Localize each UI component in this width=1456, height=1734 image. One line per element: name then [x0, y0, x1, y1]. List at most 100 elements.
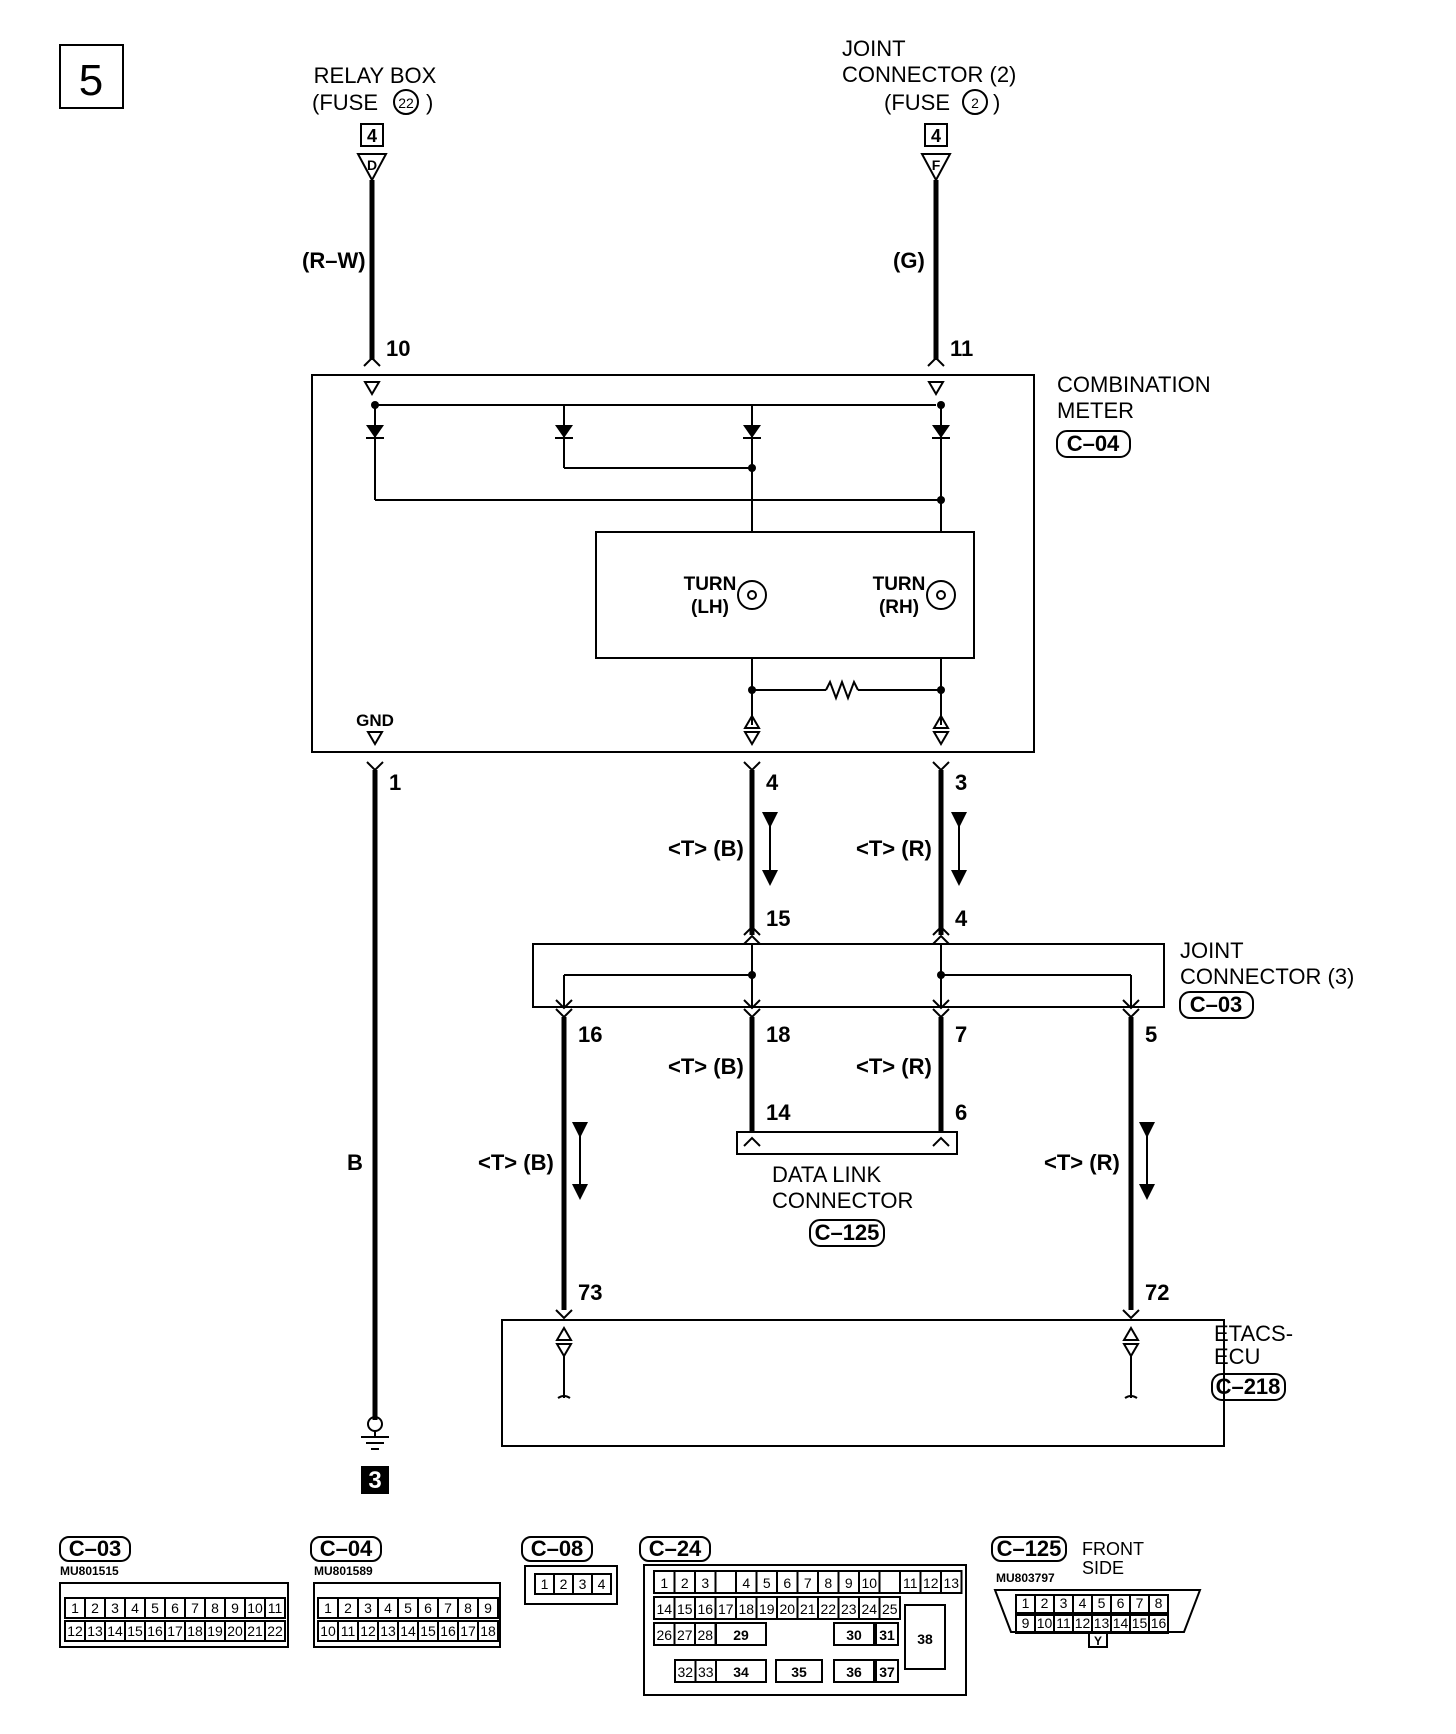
c04-housing — [313, 1582, 501, 1648]
joint-connector-2-connector-letter: F — [932, 157, 941, 173]
c04-pin: 3 — [364, 1600, 372, 1616]
c04-pin: 5 — [404, 1600, 412, 1616]
combination-meter-subtitle: METER — [1057, 398, 1134, 423]
combination-meter: TURN (LH) TURN (RH) GND — [311, 374, 1035, 753]
c24-pin: 7 — [804, 1575, 812, 1591]
c08-frame — [521, 1536, 593, 1562]
c03-pin: 2 — [91, 1600, 99, 1616]
c03-pin: 7 — [191, 1600, 199, 1616]
c24-pin: 27 — [677, 1627, 693, 1643]
c24-pin: 3 — [701, 1575, 709, 1591]
c24-pin: 32 — [677, 1664, 693, 1680]
c04-pin: 16 — [440, 1623, 456, 1639]
c24-pin: 19 — [759, 1601, 775, 1617]
c24-pin: 5 — [763, 1575, 771, 1591]
c125-pin: 16 — [1151, 1615, 1167, 1631]
pin-18: 18 — [766, 1022, 790, 1047]
c24-pin: 20 — [779, 1601, 795, 1617]
c03-part-number: MU801515 — [60, 1564, 119, 1578]
c03-pin: 1 — [71, 1600, 79, 1616]
c04-pin: 14 — [400, 1623, 416, 1639]
c24-pin: 23 — [841, 1601, 857, 1617]
c03-pin: 5 — [151, 1600, 159, 1616]
joint-connector-2-fuse-prefix: (FUSE — [884, 90, 950, 115]
c24-pin: 22 — [820, 1601, 836, 1617]
c24-pin: 18 — [738, 1601, 754, 1617]
turn-lh-label-2: (LH) — [691, 597, 729, 618]
c03-pin: 18 — [187, 1623, 203, 1639]
relay-box-connector-letter: D — [367, 157, 377, 173]
c125-cell — [1148, 1594, 1169, 1614]
c08-housing — [524, 1565, 618, 1605]
wire-tb-label-3: <T> (B) — [478, 1150, 554, 1175]
c125-pin: 15 — [1132, 1615, 1148, 1631]
pin-14: 14 — [766, 1100, 791, 1125]
c24-pin: 34 — [733, 1664, 749, 1680]
c03-pin: 15 — [127, 1623, 143, 1639]
relay-box-header: RELAY BOX (FUSE 22 ) 4 D — [312, 63, 437, 183]
c24-name: C–24 — [649, 1536, 702, 1561]
c24-cell — [715, 1659, 767, 1683]
c03-pin: 20 — [227, 1623, 243, 1639]
c03-pin: 16 — [147, 1623, 163, 1639]
c24-cell — [904, 1604, 946, 1670]
pin-11: 11 — [950, 336, 973, 361]
c24-pin: 31 — [879, 1627, 895, 1643]
wire-rw-label: (R–W) — [302, 248, 366, 273]
c08-cell — [591, 1573, 612, 1595]
wire-tr-label-2: <T> (R) — [856, 1054, 932, 1079]
joint-connector-3-subtitle: CONNECTOR (3) — [1180, 964, 1354, 989]
c24-pin: 11 — [903, 1575, 918, 1591]
c24-pin: 2 — [681, 1575, 689, 1591]
c08-pin: 1 — [541, 1576, 549, 1592]
c24-pin: 10 — [861, 1575, 877, 1591]
c03-name: C–03 — [69, 1536, 122, 1561]
turn-lh-label-1: TURN — [684, 574, 737, 595]
c08-pin: 2 — [560, 1576, 568, 1592]
turn-rh-lamp-icon — [926, 580, 956, 610]
c03-pin: 14 — [107, 1623, 123, 1639]
relay-box-fuse-prefix: (FUSE — [312, 90, 378, 115]
c03-pin: 19 — [207, 1623, 223, 1639]
joint-connector-3-title: JOINT — [1180, 938, 1244, 963]
c04-pin: 6 — [424, 1600, 432, 1616]
c08-name: C–08 — [531, 1536, 584, 1561]
joint-connector-2-page-ref: 4 — [931, 126, 941, 146]
c24-pin: 6 — [783, 1575, 791, 1591]
fuse-number-circle — [393, 89, 419, 115]
c125-pin: 4 — [1079, 1595, 1087, 1611]
c125-pin: 3 — [1060, 1595, 1068, 1611]
c125-pin: 1 — [1022, 1595, 1030, 1611]
c24-pin: 8 — [824, 1575, 832, 1591]
c125-pin: 13 — [1094, 1615, 1110, 1631]
c24-pin: 37 — [879, 1664, 895, 1680]
c125-part-number: MU803797 — [996, 1571, 1055, 1585]
joint-connector-2-fuse-number: 2 — [971, 95, 979, 111]
c04-pin: 8 — [464, 1600, 472, 1616]
c125-pin: 9 — [1022, 1615, 1030, 1631]
c04-pin: 10 — [320, 1623, 336, 1639]
c24-frame — [639, 1536, 711, 1562]
pin-10: 10 — [386, 336, 410, 361]
wire-tb-label-1: <T> (B) — [668, 836, 744, 861]
c04-pin: 2 — [344, 1600, 352, 1616]
pin-7: 7 — [955, 1022, 967, 1047]
c125-pin: 10 — [1037, 1615, 1053, 1631]
c04-pin: 9 — [484, 1600, 492, 1616]
ground-ref-box — [361, 1466, 389, 1494]
c24-pin: 9 — [845, 1575, 853, 1591]
c24-pin: 26 — [656, 1627, 672, 1643]
c03-pin: 6 — [171, 1600, 179, 1616]
pin-3: 3 — [955, 770, 967, 795]
c03-pin: 10 — [247, 1600, 263, 1616]
c24-pin: 14 — [656, 1601, 672, 1617]
pin-72: 72 — [1145, 1280, 1169, 1305]
c24-pin: 12 — [923, 1575, 939, 1591]
c125-name: C–125 — [997, 1536, 1062, 1561]
c24-cell — [878, 1570, 901, 1594]
etacs-ecu — [501, 1309, 1225, 1447]
combination-meter-title: COMBINATION — [1057, 372, 1211, 397]
c04-name: C–04 — [320, 1536, 373, 1561]
